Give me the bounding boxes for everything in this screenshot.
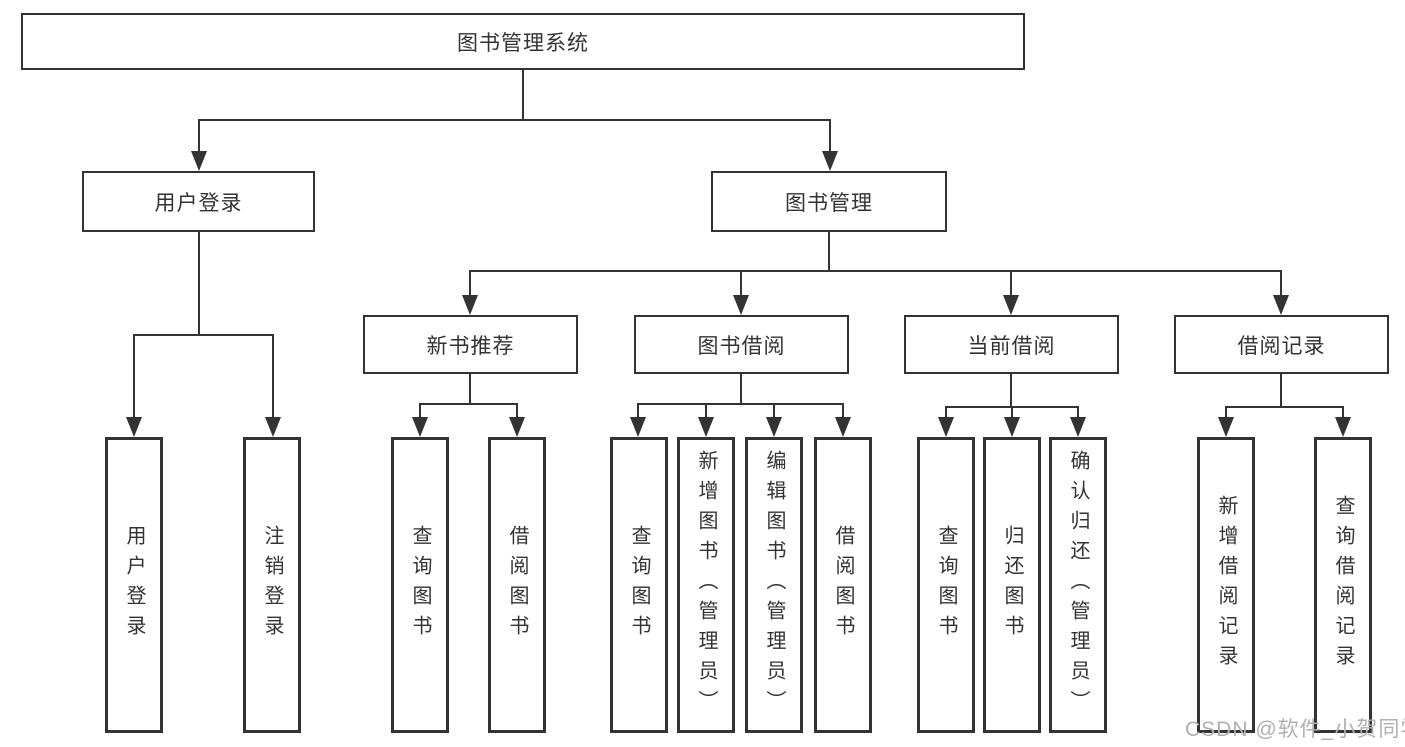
leaf-borrow-books-recommend: 借阅图书 <box>488 437 546 733</box>
connector-drop-line <box>419 403 421 419</box>
arrow-down-icon <box>698 417 714 437</box>
node-book-borrow: 图书借阅 <box>634 315 849 374</box>
connector-branch-line <box>419 403 518 405</box>
connector-drop-line <box>740 270 742 297</box>
arrow-down-icon <box>733 295 749 315</box>
connector-stem-line <box>198 232 200 336</box>
node-current-borrow: 当前借阅 <box>904 315 1119 374</box>
connector-branch-line <box>133 334 274 336</box>
connector-drop-line <box>516 403 518 419</box>
node-borrow-record: 借阅记录 <box>1174 315 1389 374</box>
connector-stem-line <box>828 232 830 272</box>
leaf-label: 查询借阅记录 <box>1332 495 1354 675</box>
arrow-down-icon <box>1218 417 1234 437</box>
connector-drop-line <box>829 119 831 153</box>
connector-drop-line <box>773 403 775 419</box>
connector-stem-line <box>740 374 742 405</box>
leaf-label: 编辑图书（管理员） <box>763 450 785 720</box>
connector-drop-line <box>272 334 274 419</box>
connector-drop-line <box>1280 270 1282 297</box>
leaf-edit-books-admin: 编辑图书（管理员） <box>745 437 803 733</box>
arrow-down-icon <box>630 417 646 437</box>
arrow-down-icon <box>191 151 207 171</box>
arrow-down-icon <box>835 417 851 437</box>
leaf-label: 归还图书 <box>1001 525 1023 645</box>
arrow-down-icon <box>265 417 281 437</box>
node-label: 图书管理系统 <box>457 31 589 55</box>
arrow-down-icon <box>1004 417 1020 437</box>
leaf-query-books-borrow: 查询图书 <box>610 437 668 733</box>
arrow-down-icon <box>462 295 478 315</box>
leaf-label: 查询图书 <box>628 525 650 645</box>
leaf-label: 查询图书 <box>935 525 957 645</box>
arrow-down-icon <box>1070 417 1086 437</box>
connector-stem-line <box>469 374 471 405</box>
node-user-login-branch: 用户登录 <box>82 171 315 232</box>
arrow-down-icon <box>1273 295 1289 315</box>
leaf-add-borrow-record: 新增借阅记录 <box>1197 437 1255 733</box>
leaf-label: 借阅图书 <box>506 525 528 645</box>
arrow-down-icon <box>1335 417 1351 437</box>
connector-branch-line <box>1225 406 1344 408</box>
connector-drop-line <box>637 403 639 419</box>
node-label: 图书管理 <box>785 191 873 215</box>
leaf-add-books-admin: 新增图书（管理员） <box>677 437 735 733</box>
leaf-logout: 注销登录 <box>243 437 301 733</box>
connector-drop-line <box>1011 406 1013 419</box>
arrow-down-icon <box>126 417 142 437</box>
arrow-down-icon <box>938 417 954 437</box>
connector-branch-line <box>637 403 844 405</box>
leaf-query-books-current: 查询图书 <box>917 437 975 733</box>
node-label: 当前借阅 <box>967 334 1056 358</box>
leaf-label: 新增借阅记录 <box>1215 495 1237 675</box>
connector-drop-line <box>1077 406 1079 419</box>
connector-stem-line <box>1010 374 1012 408</box>
connector-drop-line <box>133 334 135 419</box>
connector-drop-line <box>1010 270 1012 297</box>
arrow-down-icon <box>509 417 525 437</box>
connector-branch-line <box>198 119 831 121</box>
leaf-user-login: 用户登录 <box>105 437 163 733</box>
leaf-query-books-recommend: 查询图书 <box>391 437 449 733</box>
node-label: 新书推荐 <box>426 334 515 358</box>
node-new-book-recommend: 新书推荐 <box>363 315 578 374</box>
csdn-watermark: CSDN @软件_小贺同学 <box>1185 718 1405 741</box>
arrow-down-icon <box>1003 295 1019 315</box>
node-label: 借阅记录 <box>1237 334 1326 358</box>
connector-stem-line <box>522 70 524 120</box>
leaf-borrow-books: 借阅图书 <box>814 437 872 733</box>
leaf-confirm-return-admin: 确认归还（管理员） <box>1049 437 1107 733</box>
connector-stem-line <box>1280 374 1282 408</box>
connector-drop-line <box>469 270 471 297</box>
arrow-down-icon <box>766 417 782 437</box>
connector-drop-line <box>842 403 844 419</box>
connector-drop-line <box>1342 406 1344 419</box>
leaf-label: 借阅图书 <box>832 525 854 645</box>
leaf-return-books: 归还图书 <box>983 437 1041 733</box>
leaf-query-borrow-record: 查询借阅记录 <box>1314 437 1372 733</box>
leaf-label: 查询图书 <box>409 525 431 645</box>
leaf-label: 新增图书（管理员） <box>695 450 717 720</box>
connector-drop-line <box>945 406 947 419</box>
arrow-down-icon <box>822 151 838 171</box>
leaf-label: 确认归还（管理员） <box>1067 450 1089 720</box>
connector-drop-line <box>1225 406 1227 419</box>
node-label: 图书借阅 <box>697 334 786 358</box>
leaf-label: 注销登录 <box>261 525 283 645</box>
connector-branch-line <box>469 270 1282 272</box>
node-library-management-system: 图书管理系统 <box>21 13 1025 70</box>
connector-drop-line <box>705 403 707 419</box>
node-book-management-branch: 图书管理 <box>711 171 947 232</box>
node-label: 用户登录 <box>154 191 243 215</box>
arrow-down-icon <box>412 417 428 437</box>
leaf-label: 用户登录 <box>123 525 145 645</box>
connector-drop-line <box>198 119 200 153</box>
